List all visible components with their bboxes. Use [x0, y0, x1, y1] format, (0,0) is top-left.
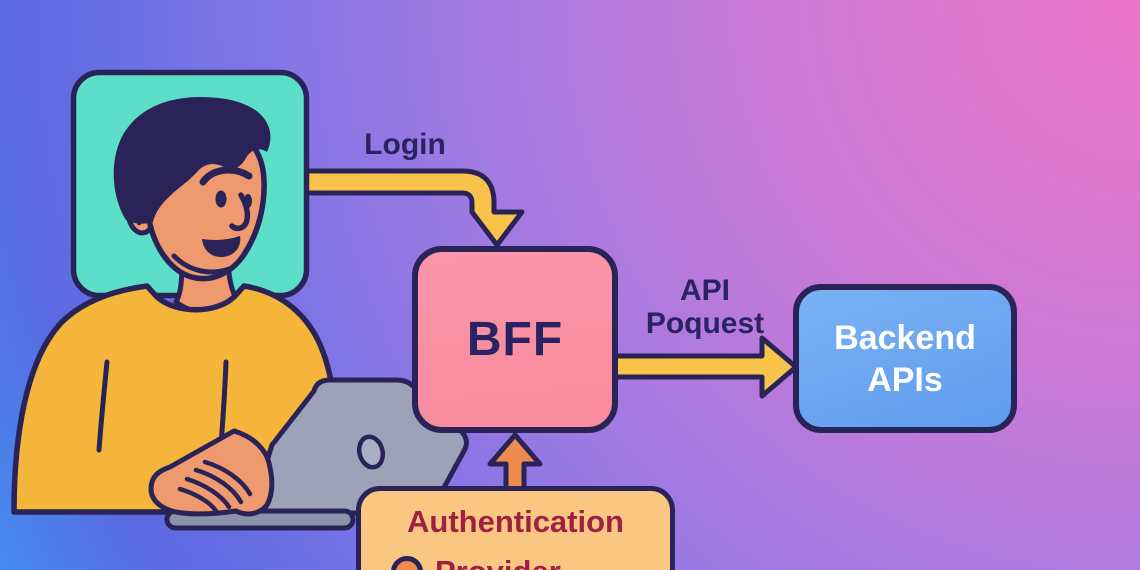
api-request-arrow: [609, 335, 799, 399]
person-hand: [148, 428, 275, 517]
finger-line-4: [177, 486, 219, 514]
person-eyebrow: [199, 166, 253, 186]
person-eye: [215, 190, 227, 208]
api-request-edge-label: API Poquest: [645, 274, 765, 340]
node-bff: BFF: [412, 246, 618, 433]
hand-shape: [148, 428, 275, 517]
bff-label: BFF: [466, 313, 564, 366]
node-backend-apis: Backend APIs: [793, 284, 1017, 433]
login-edge-label: Login: [364, 128, 446, 161]
finger-line-1: [202, 459, 253, 497]
person-hair: [113, 97, 271, 224]
auth-provider-label-line1: Authentication: [407, 504, 624, 539]
auth-provider-label-line2: Provider: [435, 553, 561, 570]
node-auth-provider: Authentication Provider: [356, 486, 675, 570]
finger-line-2: [193, 467, 244, 505]
auth-to-bff-arrow: [487, 432, 543, 495]
jaw-shadow-line: [171, 253, 235, 275]
person-nose: [229, 192, 251, 232]
sleeve-crease-left: [96, 359, 110, 453]
laptop-logo-icon: [356, 434, 386, 470]
backend-apis-label: Backend APIs: [834, 318, 976, 399]
auth-provider-row: Provider: [391, 553, 670, 570]
provider-dot-icon: [391, 556, 423, 570]
person-smile: [202, 236, 241, 257]
login-arrow: [300, 168, 525, 248]
finger-line-3: [184, 476, 232, 510]
